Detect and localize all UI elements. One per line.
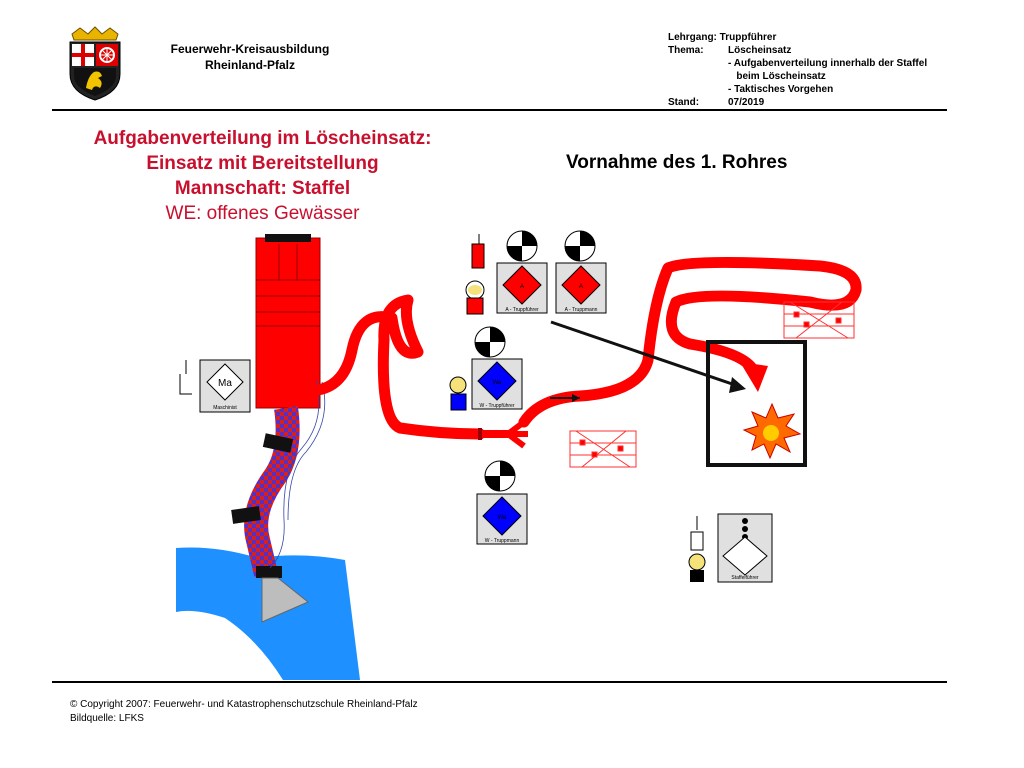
org-line-2: Rheinland-Pfalz — [204, 58, 295, 72]
position-marker-w-truppfuehrer — [474, 326, 506, 358]
thema-value: Löscheinsatz — [728, 45, 792, 56]
lehrgang-key: Lehrgang: — [668, 32, 717, 43]
tactical-sign-staffelfuehrer: Staffelführer — [717, 513, 773, 583]
maschinist-marker — [179, 360, 192, 395]
radio-icon — [471, 234, 485, 269]
thema-item-1: - Aufgabenverteilung innerhalb der Staff… — [728, 58, 928, 69]
footer-rule — [52, 681, 947, 683]
nozzle-arrow — [740, 362, 768, 392]
position-marker-a-truppmann — [564, 230, 596, 262]
firefighter-figure-staffelfuehrer — [688, 516, 706, 582]
firefighter-figure-w — [449, 376, 467, 411]
slide-subtitle: Vornahme des 1. Rohres — [566, 152, 788, 173]
organisation-name: Feuerwehr-Kreisausbildung Rheinland-Pfal… — [130, 41, 370, 73]
lehrgang-value: Truppführer — [719, 32, 777, 43]
firefighter-figure-a — [465, 280, 485, 315]
header-rule — [52, 109, 947, 111]
maschinist-label: Maschinist — [213, 405, 237, 411]
title-line-2: Einsatz mit Bereitstellung — [146, 153, 379, 174]
tactical-sign-wassertruppmann: Wa W - Truppmann — [476, 493, 528, 545]
suction-strainer — [261, 577, 309, 623]
title-line-3: Mannschaft: Staffel — [174, 178, 351, 199]
slide-title: Aufgabenverteilung im Löscheinsatz: Eins… — [70, 126, 455, 226]
thema-item-2: - Taktisches Vorgehen — [728, 84, 834, 95]
tactical-sign-angriffstruppmann: A A - Truppmann — [555, 262, 607, 314]
image-source-text: Bildquelle: LFKS — [70, 713, 144, 724]
stand-value: 07/2019 — [728, 97, 765, 108]
hose-c-line — [518, 256, 862, 428]
course-meta: Lehrgang: Truppführer Thema: Löscheinsatz… — [668, 31, 927, 109]
thema-item-1b: beim Löscheinsatz — [736, 71, 826, 82]
position-marker-a-truppfuehrer — [506, 230, 538, 262]
title-line-4: WE: offenes Gewässer — [165, 203, 360, 224]
stand-key: Stand: — [668, 97, 700, 108]
building-outline — [706, 340, 807, 467]
title-line-1: Aufgabenverteilung im Löscheinsatz: — [93, 128, 432, 149]
copyright-text: © Copyright 2007: Feuerwehr- und Katastr… — [70, 699, 418, 710]
footer: © Copyright 2007: Feuerwehr- und Katastr… — [70, 698, 418, 726]
wassertruppfuehrer-label: W - Truppführer — [479, 403, 514, 409]
direction-arrow — [550, 320, 739, 388]
tactical-sign-angriffstruppfuehrer: A A - Truppführer — [496, 262, 548, 314]
maschinist-code: Ma — [218, 378, 232, 389]
coat-of-arms-logo — [69, 26, 121, 101]
fire-engine — [255, 234, 321, 409]
tactical-sign-wassertruppfuehrer: Wa W - Truppführer — [471, 358, 523, 410]
thema-key: Thema: — [668, 45, 704, 56]
angriffstruppmann-label: A - Truppmann — [565, 307, 598, 313]
org-line-1: Feuerwehr-Kreisausbildung — [170, 42, 330, 56]
hose-b-line — [312, 294, 486, 440]
angriffstruppmann-code: A — [579, 284, 583, 290]
angriffstruppfuehrer-code: A — [520, 284, 524, 290]
wassertruppmann-code: Wa — [498, 515, 507, 521]
angriffstruppfuehrer-label: A - Truppführer — [505, 307, 539, 313]
staffelfuehrer-label: Staffelführer — [731, 575, 758, 581]
wassertruppmann-label: W - Truppmann — [485, 538, 520, 544]
hose-reserve-2 — [569, 430, 637, 468]
hose-reserve-1 — [783, 301, 855, 339]
wassertruppfuehrer-code: Wa — [493, 380, 502, 386]
tactical-sign-maschinist: Ma Maschinist — [199, 359, 251, 413]
suction-hose — [244, 406, 300, 577]
position-marker-w-truppmann — [484, 460, 516, 492]
